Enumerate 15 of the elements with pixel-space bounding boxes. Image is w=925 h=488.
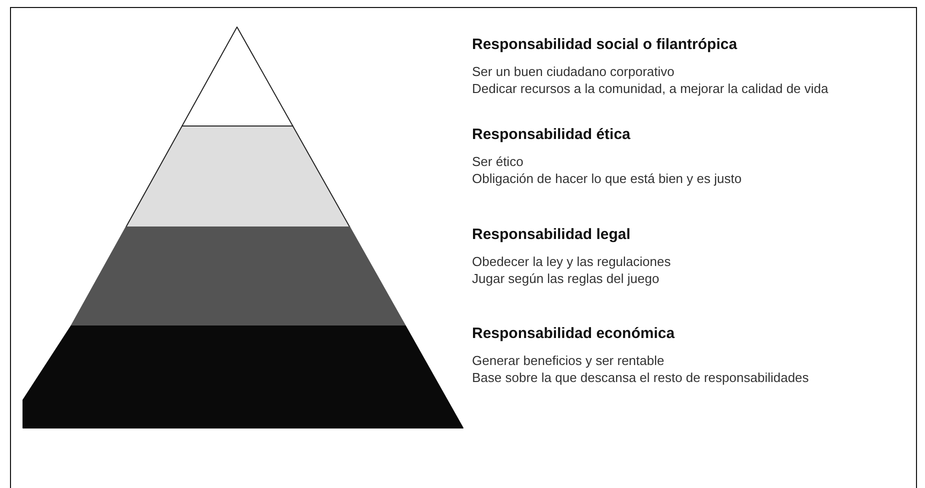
- tier-description: Obligación de hacer lo que está bien y es justo: [472, 170, 743, 187]
- tier-heading: Responsabilidad legal: [472, 226, 632, 244]
- pyramid-tier: [126, 126, 350, 228]
- tier-heading: Responsabilidad ética: [472, 126, 632, 144]
- tier-description: Base sobre la que descansa el resto de responsabilidades: [472, 369, 810, 386]
- tier-description: Dedicar recursos a la comunidad, a mejorar la calidad de vida: [472, 80, 830, 97]
- tier-heading: Responsabilidad social o filantrópica: [472, 36, 738, 54]
- pyramid-tier: [22, 326, 464, 428]
- tier-description: Ser un buen ciudadano corporativo: [472, 63, 676, 80]
- pyramid-tier: [70, 226, 406, 326]
- tier-heading: Responsabilidad económica: [472, 325, 676, 343]
- tier-description: Jugar según las reglas del juego: [472, 270, 660, 287]
- tier-description: Ser ético: [472, 153, 524, 170]
- tier-description: Generar beneficios y ser rentable: [472, 352, 666, 369]
- tier-description: Obedecer la ley y las regulaciones: [472, 253, 672, 270]
